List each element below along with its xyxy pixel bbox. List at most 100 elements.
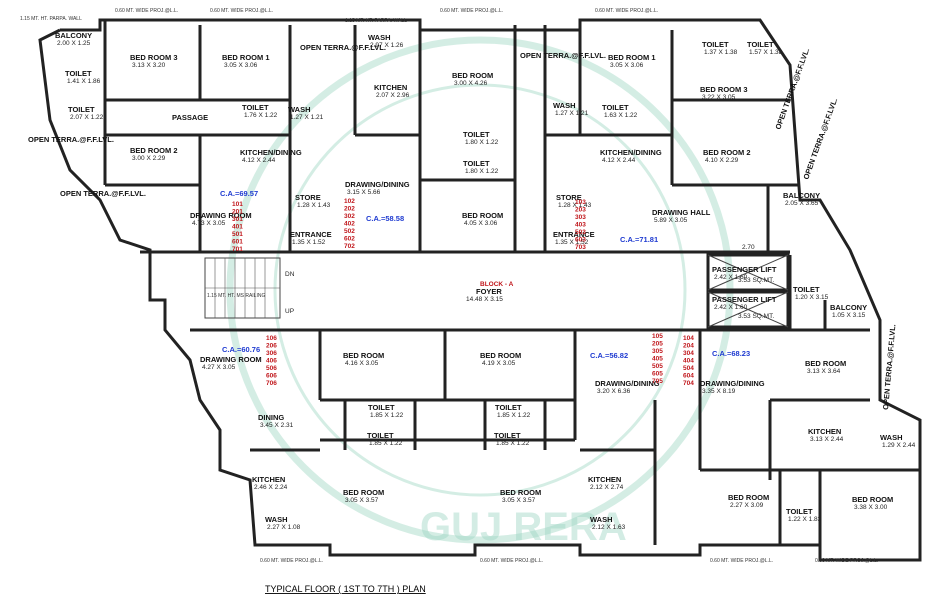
room-label: TOILET [793, 285, 820, 294]
room-dimension: 3.35 X 8.19 [702, 388, 736, 395]
room-dimension: 1.57 X 1.38 [749, 49, 783, 56]
room-label: BED ROOM [462, 211, 503, 220]
room-dimension: 3.05 X 3.06 [610, 62, 644, 69]
room-dimension: 1.27 X 1.21 [290, 114, 324, 121]
note-proj-top-1: 0.60 MT. WIDE PROJ.@L.L. [115, 8, 178, 14]
room-dimension: 1.28 X 1.43 [558, 202, 592, 209]
room-label: BED ROOM [452, 71, 493, 80]
room-dimension: 5.89 X 3.05 [654, 217, 688, 224]
unit-number: 104 [683, 335, 694, 342]
open-terrace-label: OPEN TERRA.@F.F.LVL. [300, 43, 386, 52]
unit-number: 301 [232, 216, 243, 223]
room-label: BED ROOM 2 [703, 148, 751, 157]
note-proj-top-2: 0.60 MT. WIDE PROJ.@L.L. [210, 8, 273, 14]
room-dimension: 3.45 X 2.31 [260, 422, 294, 429]
room-label: KITCHEN [588, 475, 621, 484]
room-label: BED ROOM [852, 495, 893, 504]
carpet-area-label: C.A.=68.23 [712, 349, 750, 358]
unit-number: 205 [652, 341, 663, 348]
room-label: WASH [880, 433, 903, 442]
room-dimension: 1.35 X 1.52 [555, 239, 589, 246]
unit-number-labels: 1012013014015016017011022023024025026027… [232, 198, 694, 387]
room-dimension: 2.07 X 2.96 [376, 92, 410, 99]
unit-number: 502 [344, 228, 355, 235]
room-label: WASH [553, 101, 576, 110]
unit-number: 103 [575, 199, 586, 206]
note-proj-bot-1: 0.60 MT. WIDE PROJ.@L.L. [260, 558, 323, 564]
room-label: DRAWING/DINING [345, 180, 410, 189]
room-label: BALCONY [783, 191, 820, 200]
room-dimension: 3.13 X 2.44 [810, 436, 844, 443]
room-dimension: 1.76 X 1.22 [244, 112, 278, 119]
room-dimension: 2.12 X 2.74 [590, 484, 624, 491]
note-parapet-tm: 1.15 MT. HT. PARPA. WALL [345, 18, 407, 24]
plan-title: TYPICAL FLOOR ( 1ST TO 7TH ) PLAN [265, 584, 426, 594]
unit-number: 201 [232, 209, 243, 216]
room-label: BALCONY [830, 303, 867, 312]
room-label: BALCONY [55, 31, 92, 40]
unit-number: 606 [266, 373, 277, 380]
room-dimension: 1.27 X 1.21 [555, 110, 589, 117]
lift-area-2: 3.53 SQ.MT. [738, 313, 774, 320]
unit-number: 106 [266, 335, 277, 342]
room-label: DRAWING HALL [652, 208, 711, 217]
note-proj-top-4: 0.60 MT. WIDE PROJ.@L.L. [595, 8, 658, 14]
room-dimension: 2.42 X 1.60 [714, 274, 748, 281]
open-terrace-label: OPEN TERRA.@F.F.LVL. [28, 135, 114, 144]
room-label: BED ROOM 1 [222, 53, 270, 62]
room-label: TOILET [702, 40, 729, 49]
room-dimension: 3.05 X 3.06 [224, 62, 258, 69]
room-label: TOILET [367, 431, 394, 440]
room-label: PASSAGE [172, 113, 208, 122]
unit-number: 604 [683, 373, 694, 380]
open-terrace-label: OPEN TERRA.@F.F.LVL. [520, 51, 606, 60]
room-label: KITCHEN [252, 475, 285, 484]
room-dimension: 2.97 X 1.26 [370, 42, 404, 49]
room-label: BED ROOM [728, 493, 769, 502]
room-label: DRAWING/DINING [595, 379, 660, 388]
room-dimension: 3.15 X 5.66 [347, 189, 381, 196]
unit-number: 303 [575, 214, 586, 221]
unit-number: 602 [344, 236, 355, 243]
carpet-area-labels: C.A.=69.57C.A.=58.58C.A.=71.81C.A.=60.76… [220, 189, 750, 360]
room-dimension: 3.05 X 3.57 [345, 497, 379, 504]
room-label: KITCHEN/DINING [600, 148, 662, 157]
unit-number: 506 [266, 365, 277, 372]
room-label: TOILET [747, 40, 774, 49]
room-dimension: 2.46 X 2.24 [254, 484, 288, 491]
room-dimension: 1.37 X 1.38 [704, 49, 738, 56]
room-label: TOILET [65, 69, 92, 78]
staircase: DN UP 1.15 MT. HT. MS RAILING 2.70 [204, 244, 755, 319]
rera-seal-watermark: GUJ RERA [226, 36, 734, 549]
foyer-label: FOYER [476, 287, 502, 296]
note-proj-bot-4: 0.60 MT. WIDE PROJ.@L.L. [815, 558, 878, 564]
room-dimension: 2.27 X 1.08 [267, 524, 301, 531]
room-dimension: 3.38 X 3.00 [854, 504, 888, 511]
unit-number: 705 [652, 378, 663, 385]
room-label: WASH [368, 33, 391, 42]
room-label: TOILET [463, 159, 490, 168]
room-label: DRAWING/DINING [700, 379, 765, 388]
room-label: TOILET [68, 105, 95, 114]
note-proj-bot-3: 0.60 MT. WIDE PROJ.@L.L. [710, 558, 773, 564]
unit-number: 202 [344, 206, 355, 213]
unit-number: 405 [652, 356, 663, 363]
carpet-area-label: C.A.=56.82 [590, 351, 628, 360]
room-label: DRAWING ROOM [200, 355, 262, 364]
watermark-text: GUJ RERA [420, 505, 627, 549]
unit-number: 403 [575, 222, 586, 229]
stair-dimension: 2.70 [742, 244, 755, 251]
room-label: BED ROOM [343, 351, 384, 360]
room-dimension: 1.63 X 1.22 [604, 112, 638, 119]
unit-number: 702 [344, 243, 355, 250]
stair-dn-label: DN [285, 271, 295, 278]
projection-notes: 0.60 MT. WIDE PROJ.@L.L. 0.60 MT. WIDE P… [20, 8, 878, 564]
room-dimension: 2.00 X 1.25 [57, 40, 91, 47]
room-label: WASH [288, 105, 311, 114]
room-label: KITCHEN/DINING [240, 148, 302, 157]
unit-number: 501 [232, 231, 243, 238]
unit-number: 706 [266, 380, 277, 387]
room-dimension: 1.41 X 1.86 [67, 78, 101, 85]
room-dimension: 1.85 X 1.22 [369, 440, 403, 447]
